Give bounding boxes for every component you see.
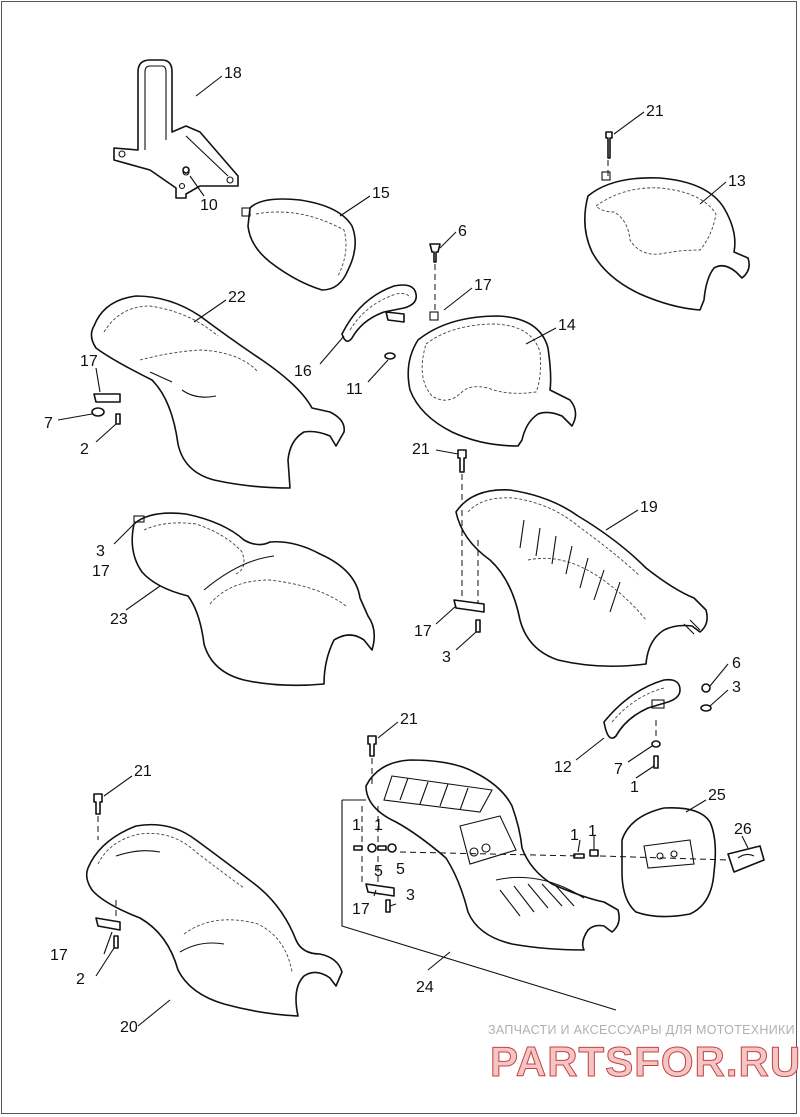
- sissy-bar-part: [113, 59, 239, 199]
- callout-17: 17: [352, 901, 370, 918]
- callout-3: 3: [442, 649, 451, 666]
- callout-1: 1: [630, 779, 639, 796]
- callout-21: 21: [412, 441, 430, 458]
- pillion-seat-part: [241, 198, 356, 291]
- emblem-part: [727, 845, 765, 873]
- callout-15: 15: [372, 185, 390, 202]
- solo-seat-medium-part: [407, 311, 577, 447]
- callout-20: 20: [120, 1019, 138, 1036]
- callout-2: 2: [76, 971, 85, 988]
- seat-strap-small-part: [341, 284, 418, 342]
- callout-7: 7: [44, 415, 53, 432]
- callout-12: 12: [554, 759, 572, 776]
- callout-21: 21: [134, 763, 152, 780]
- callout-18: 18: [224, 65, 242, 82]
- group-bracket-24: [341, 799, 617, 1011]
- two-up-seat-part: [90, 295, 346, 489]
- callout-17: 17: [80, 353, 98, 370]
- callout-3: 3: [96, 543, 105, 560]
- callout-3: 3: [732, 679, 741, 696]
- watermark-brand: PARTSFOR.RU: [490, 1038, 800, 1085]
- callout-17: 17: [50, 947, 68, 964]
- callout-21: 21: [400, 711, 418, 728]
- callout-6: 6: [458, 223, 467, 240]
- callout-2: 2: [80, 441, 89, 458]
- callout-16: 16: [294, 363, 312, 380]
- low-two-up-seat-part: [131, 512, 376, 687]
- callout-14: 14: [558, 317, 576, 334]
- hardware-parts: [91, 131, 712, 949]
- callout-3: 3: [406, 887, 415, 904]
- leader-lines: [57, 75, 749, 1027]
- callout-22: 22: [228, 289, 246, 306]
- stitched-seat-part: [455, 489, 708, 668]
- callout-5: 5: [374, 863, 383, 880]
- callout-10: 10: [200, 197, 218, 214]
- tour-seat-with-backrest-part: [365, 759, 620, 951]
- callout-5: 5: [396, 861, 405, 878]
- backrest-pad-part: [621, 806, 717, 918]
- callout-13: 13: [728, 173, 746, 190]
- callout-1: 1: [352, 817, 361, 834]
- solo-seat-small-part: [584, 171, 750, 311]
- callout-11: 11: [346, 381, 363, 398]
- callout-1: 1: [588, 823, 597, 840]
- touring-two-up-seat-part: [85, 823, 343, 1017]
- callout-26: 26: [734, 821, 752, 838]
- callout-17: 17: [474, 277, 492, 294]
- callout-1: 1: [570, 827, 579, 844]
- callout-23: 23: [110, 611, 128, 628]
- callout-7: 7: [614, 761, 623, 778]
- callout-17: 17: [414, 623, 432, 640]
- callout-25: 25: [708, 787, 726, 804]
- assembly-lines: [97, 160, 731, 918]
- callout-19: 19: [640, 499, 658, 516]
- callout-21: 21: [646, 103, 664, 120]
- seat-strap-large-part: [603, 678, 681, 739]
- watermark-tagline: ЗАПЧАСТИ И АКСЕССУАРЫ ДЛЯ МОТОТЕХНИКИ: [488, 1023, 795, 1037]
- callout-labels: 18 10 15 21 13 6 17 14 22 16 11 17 7 2 2…: [44, 65, 752, 1036]
- callout-17: 17: [92, 563, 110, 580]
- callout-1: 1: [374, 817, 383, 834]
- callout-24: 24: [416, 979, 434, 996]
- watermark: ЗАПЧАСТИ И АКСЕССУАРЫ ДЛЯ МОТОТЕХНИКИ PA…: [488, 1023, 800, 1086]
- callout-6: 6: [732, 655, 741, 672]
